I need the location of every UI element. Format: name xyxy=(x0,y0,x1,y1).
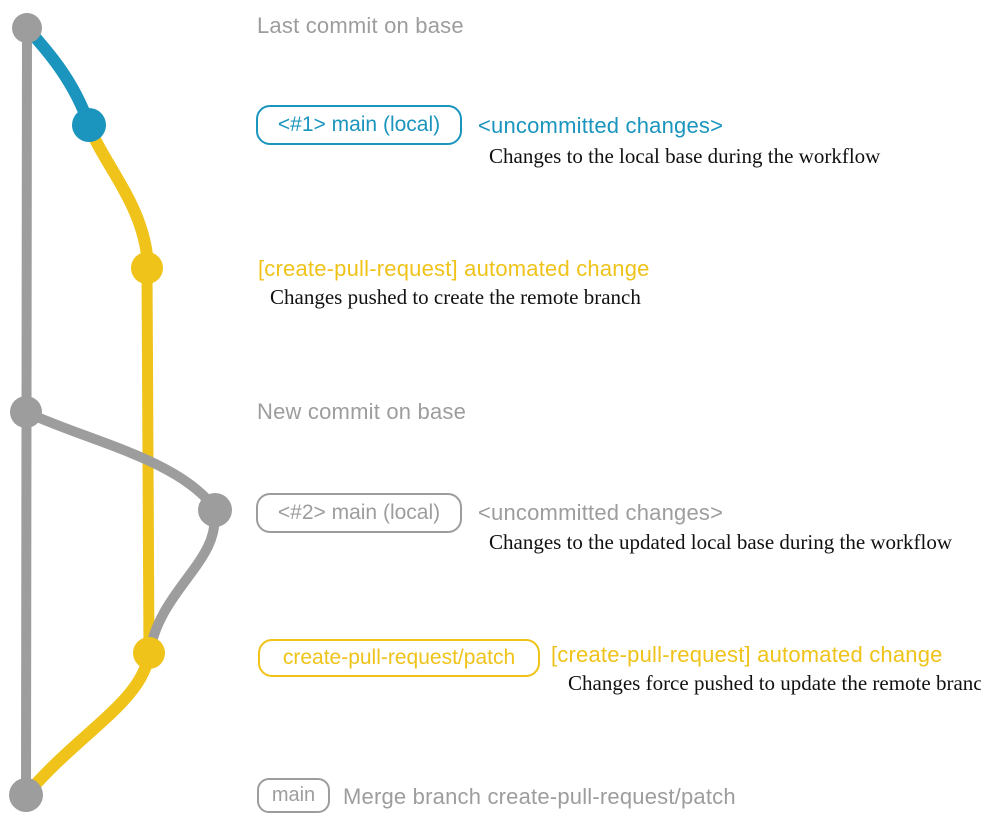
branch-badge-main-local-1: <#1> main (local) xyxy=(256,105,462,145)
branch-badge-main-local-2-label: <#2> main (local) xyxy=(277,501,441,524)
edge-patch-branch-create xyxy=(83,119,153,274)
edge-local-main-2-in xyxy=(145,507,220,655)
commit-node-automated-change-2 xyxy=(133,637,165,669)
label-merge-branch: Merge branch create-pull-request/patch xyxy=(343,784,736,809)
commit-node-automated-change-1 xyxy=(131,252,163,284)
description-uncommitted-changes-2: Changes to the updated local base during… xyxy=(489,530,953,554)
commit-node-new-commit-on-base xyxy=(10,396,42,428)
commit-node-last-commit-on-base xyxy=(12,13,42,43)
branch-badge-main: main xyxy=(257,778,330,813)
commit-node-merge-commit xyxy=(9,778,43,812)
branch-badge-patch-label: create-pull-request/patch xyxy=(282,646,516,669)
branch-badge-main-local-1-label: <#1> main (local) xyxy=(277,113,441,136)
label-new-commit-on-base: New commit on base xyxy=(257,399,467,424)
commit-node-uncommitted-1 xyxy=(72,108,106,142)
commit-node-uncommitted-2 xyxy=(198,493,232,527)
label-automated-change-1: [create-pull-request] automated change xyxy=(258,256,650,281)
label-automated-change-2: [create-pull-request] automated change xyxy=(551,642,943,667)
label-last-commit-on-base: Last commit on base xyxy=(257,13,464,38)
branch-badge-main-label: main xyxy=(271,784,316,806)
branch-badge-main-local-2: <#2> main (local) xyxy=(256,493,462,533)
description-automated-change-1: Changes pushed to create the remote bran… xyxy=(270,285,641,309)
edge-patch-branch-merge xyxy=(21,647,155,800)
description-automated-change-2: Changes force pushed to update the remot… xyxy=(568,671,981,695)
branch-badge-patch: create-pull-request/patch xyxy=(258,639,540,677)
edge-local-main-2-out xyxy=(21,407,218,511)
label-uncommitted-changes-2: <uncommitted changes> xyxy=(478,500,724,525)
description-uncommitted-changes-1: Changes to the local base during the wor… xyxy=(489,144,881,168)
label-uncommitted-changes-1: <uncommitted changes> xyxy=(478,113,724,138)
edge-local-main-1 xyxy=(21,22,95,131)
